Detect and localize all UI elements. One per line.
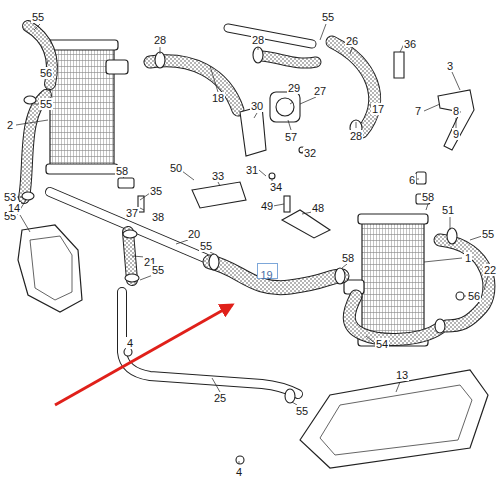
callout-number: 25 <box>213 392 227 404</box>
highlight-box: 19 <box>257 263 278 279</box>
callout-number: 4 <box>235 466 243 478</box>
callout-number: 55 <box>321 11 335 23</box>
callout-number: 18 <box>211 92 225 104</box>
callout-number: 37 <box>125 207 139 219</box>
callout-number: 55 <box>151 264 165 276</box>
callout-number: 56 <box>467 290 481 302</box>
callout-number: 36 <box>403 38 417 50</box>
callout-number: 31 <box>245 164 259 176</box>
callout-number: 7 <box>414 105 422 117</box>
callout-number: 55 <box>295 405 309 417</box>
rigid-pipe <box>50 28 312 394</box>
callout-number: 58 <box>421 191 435 203</box>
callout-number: 55 <box>31 11 45 23</box>
callout-number: 28 <box>349 130 363 142</box>
callout-number: 58 <box>341 252 355 264</box>
callout-number: 34 <box>269 181 283 193</box>
callout-number: 20 <box>187 228 201 240</box>
callout-number: 33 <box>211 170 225 182</box>
callout-number: 55 <box>39 98 53 110</box>
callout-number: 49 <box>260 200 274 212</box>
callout-number: 14 <box>7 202 21 214</box>
leader-line <box>16 24 488 464</box>
callout-number: 29 <box>287 82 301 94</box>
callout-number: 38 <box>151 211 165 223</box>
callout-number: 54 <box>375 338 389 350</box>
callout-number: 55 <box>199 240 213 252</box>
callout-number: 28 <box>251 34 265 46</box>
callout-number: 22 <box>483 264 497 276</box>
callout-number: 3 <box>446 60 454 72</box>
callout-number: 1 <box>464 252 472 264</box>
callout-number: 9 <box>452 128 460 140</box>
callout-number: 35 <box>149 185 163 197</box>
callout-number: 51 <box>441 204 455 216</box>
callout-number: 6 <box>408 174 416 186</box>
hose <box>24 26 489 339</box>
callout-number: 55 <box>481 228 495 240</box>
callout-number: 57 <box>284 131 298 143</box>
callout-number: 28 <box>153 34 167 46</box>
callout-number: 13 <box>395 369 409 381</box>
callout-number: 50 <box>169 162 183 174</box>
callout-number: 2 <box>6 119 14 131</box>
callout-number: 56 <box>39 67 53 79</box>
intercooler <box>46 40 428 346</box>
small-parts <box>22 47 474 464</box>
callout-number: 27 <box>313 85 327 97</box>
callout-number: 19 <box>261 269 273 281</box>
callout-number: 30 <box>250 100 264 112</box>
callout-number: 8 <box>452 105 460 117</box>
callout-number: 17 <box>371 103 385 115</box>
pointer-arrow <box>55 305 232 405</box>
callout-number: 4 <box>126 337 134 349</box>
callout-number: 58 <box>115 165 129 177</box>
callout-number: 32 <box>303 147 317 159</box>
callout-number: 26 <box>345 35 359 47</box>
callout-number: 48 <box>311 202 325 214</box>
